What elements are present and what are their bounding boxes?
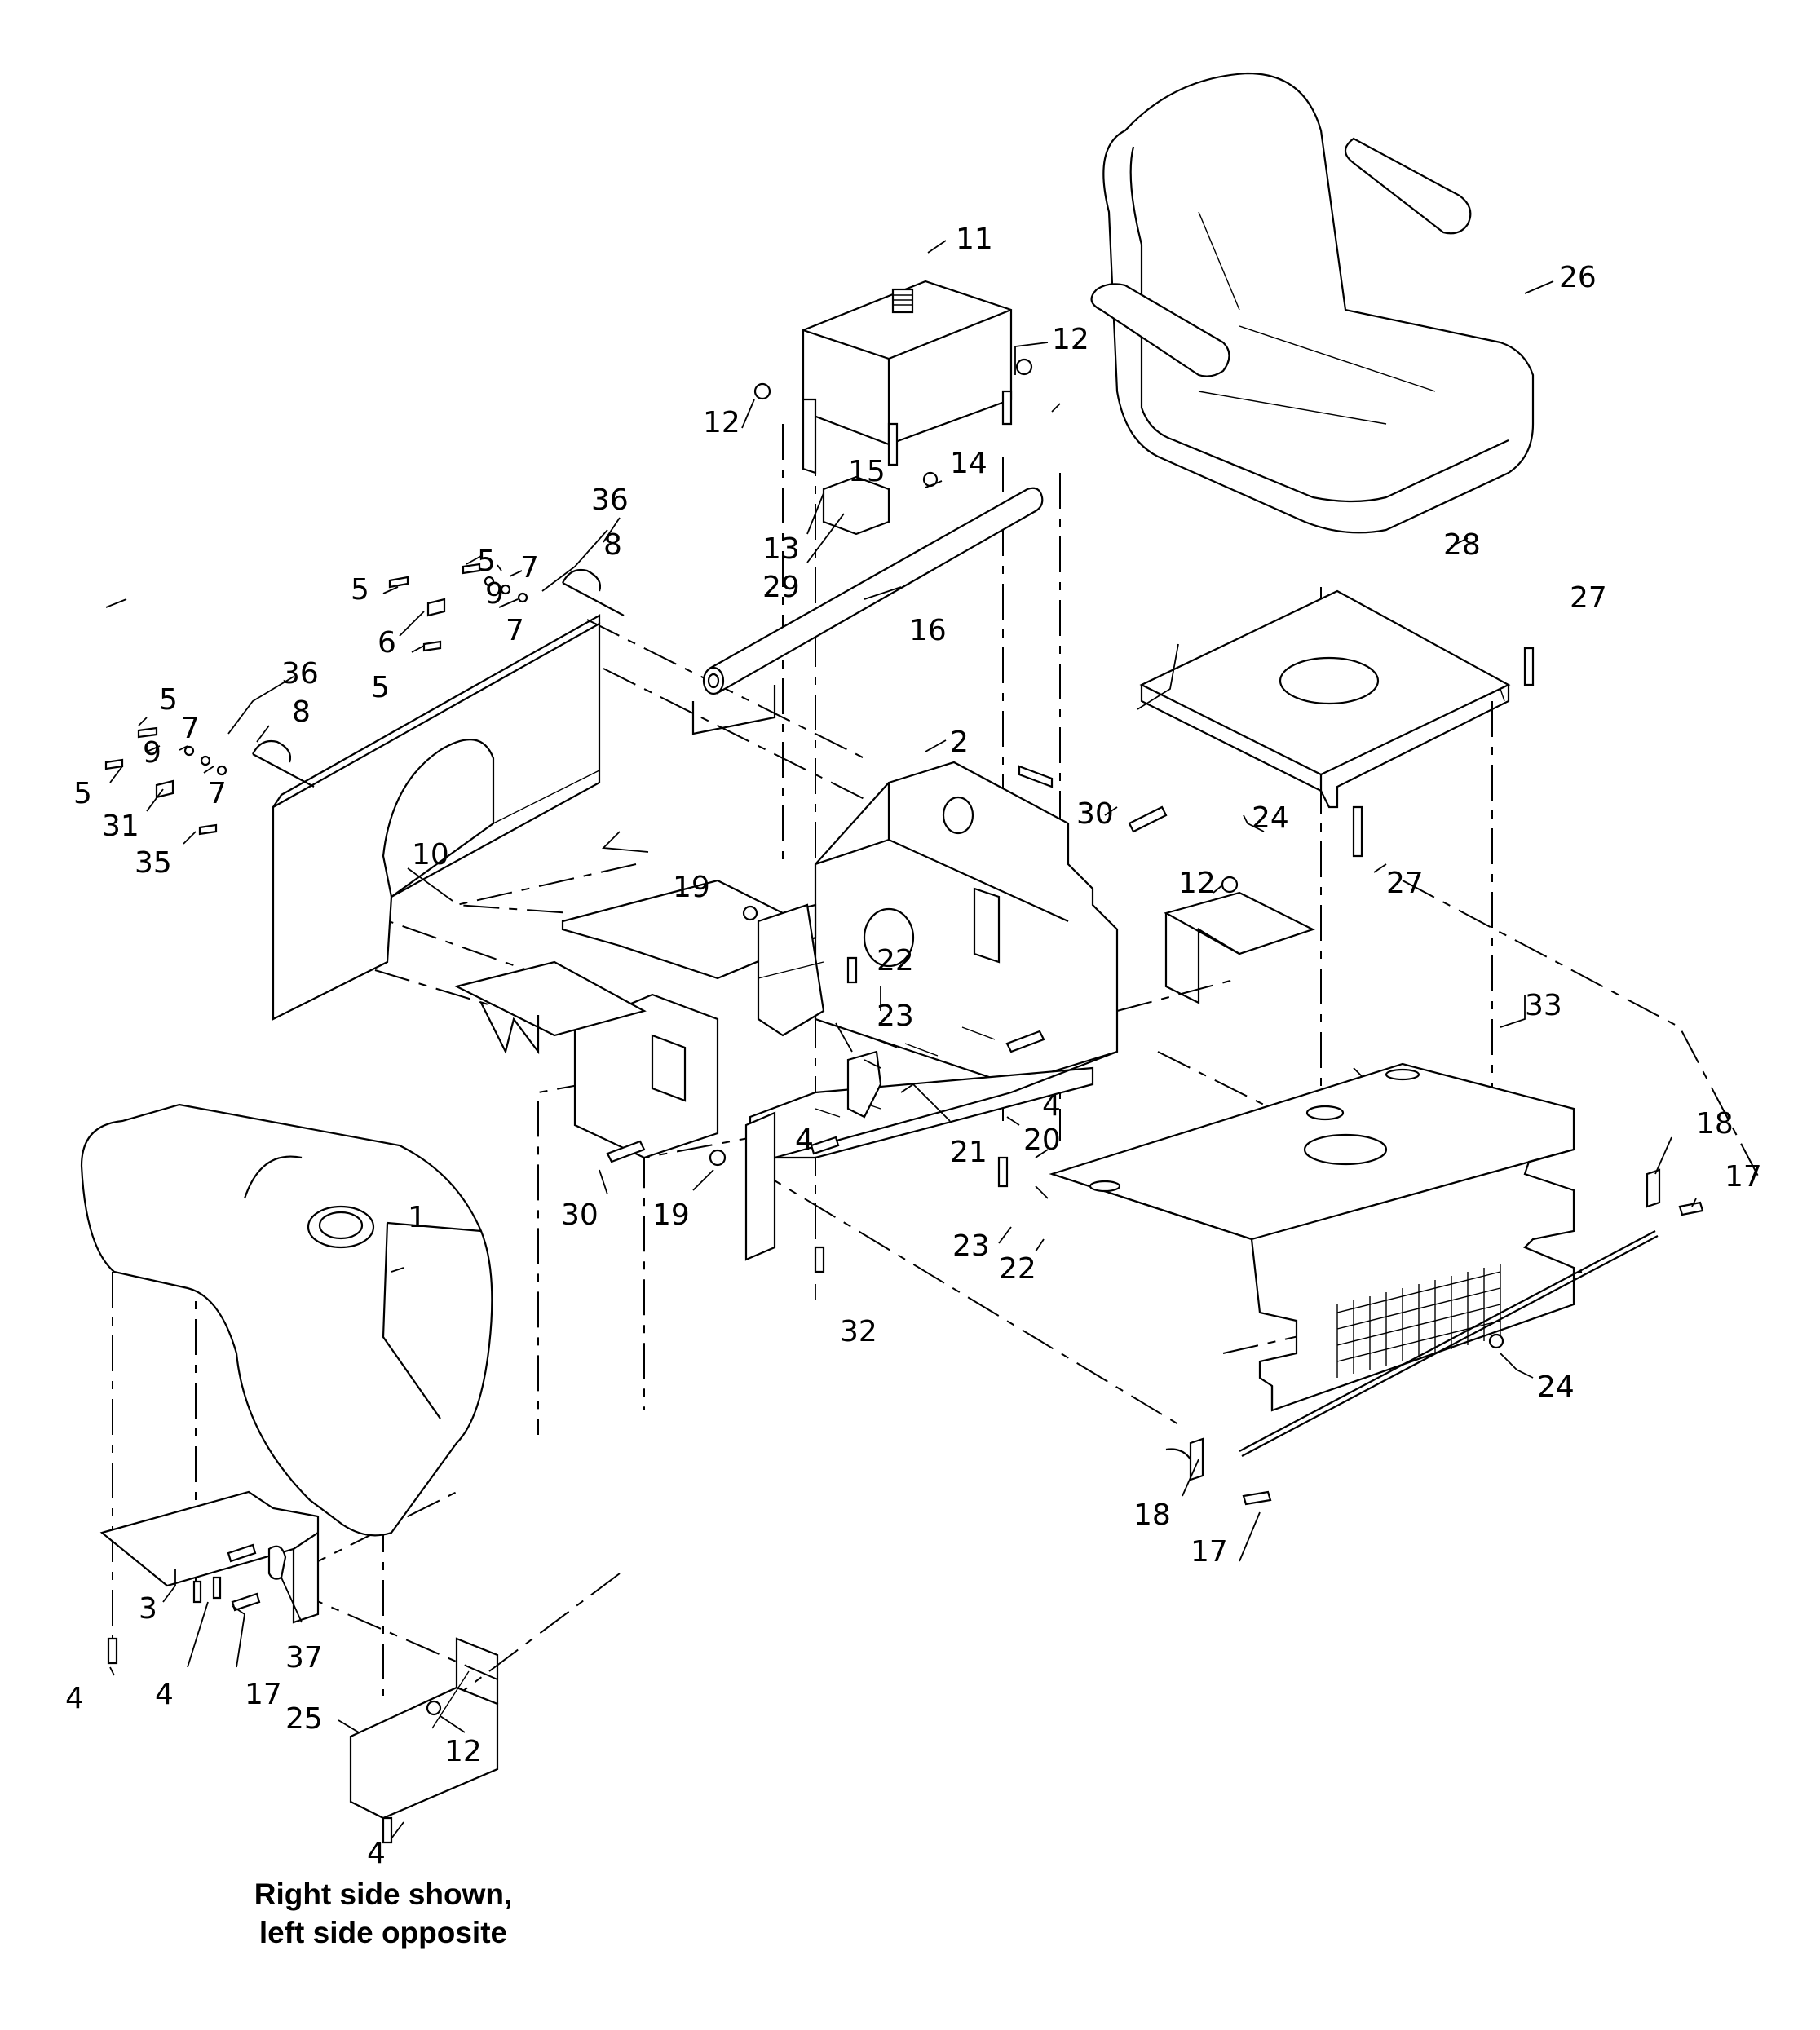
callout-10: 10 bbox=[412, 838, 449, 872]
callout-19: 19 bbox=[652, 1198, 690, 1232]
callout-5: 5 bbox=[371, 671, 390, 704]
callout-4: 4 bbox=[795, 1123, 814, 1157]
callout-5: 5 bbox=[477, 545, 496, 578]
callout-4: 4 bbox=[65, 1682, 84, 1715]
callout-35: 35 bbox=[135, 846, 172, 880]
callout-12: 12 bbox=[1178, 867, 1216, 900]
callout-25: 25 bbox=[285, 1702, 323, 1736]
callout-8: 8 bbox=[603, 528, 622, 562]
callout-11: 11 bbox=[956, 223, 993, 256]
callout-6: 6 bbox=[378, 626, 396, 660]
callout-1: 1 bbox=[408, 1201, 426, 1234]
lower-bracket bbox=[349, 1637, 499, 1820]
callout-5: 5 bbox=[73, 777, 92, 810]
callout-5: 5 bbox=[159, 683, 178, 717]
hydraulic-reservoir bbox=[802, 280, 1013, 536]
callout-18: 18 bbox=[1696, 1107, 1734, 1141]
callout-17: 17 bbox=[245, 1678, 282, 1711]
callout-27: 27 bbox=[1570, 581, 1607, 615]
callout-9: 9 bbox=[143, 736, 161, 770]
callout-7: 7 bbox=[181, 712, 200, 745]
callout-13: 13 bbox=[762, 532, 800, 566]
seat-bracket bbox=[1164, 891, 1315, 1004]
tube bbox=[691, 487, 1044, 735]
callout-24: 24 bbox=[1537, 1370, 1575, 1404]
callout-29: 29 bbox=[762, 571, 800, 604]
callout-19: 19 bbox=[673, 871, 710, 904]
callout-16: 16 bbox=[909, 614, 947, 647]
callout-7: 7 bbox=[506, 614, 524, 647]
callout-14: 14 bbox=[950, 447, 987, 480]
callout-17: 17 bbox=[1191, 1535, 1228, 1569]
callout-27: 27 bbox=[1386, 867, 1424, 900]
callout-7: 7 bbox=[208, 777, 227, 810]
callout-12: 12 bbox=[444, 1735, 482, 1768]
callout-30: 30 bbox=[1076, 797, 1114, 831]
callout-labels: 11 26 12 12 15 14 13 29 16 28 27 27 2 30… bbox=[65, 223, 1762, 1870]
callout-17: 17 bbox=[1725, 1160, 1762, 1194]
callout-12: 12 bbox=[1052, 323, 1089, 356]
callout-20: 20 bbox=[1023, 1123, 1061, 1157]
callout-4: 4 bbox=[155, 1678, 174, 1711]
callout-4: 4 bbox=[367, 1837, 386, 1870]
callout-5: 5 bbox=[351, 573, 369, 607]
callout-36: 36 bbox=[591, 483, 629, 517]
callout-36: 36 bbox=[281, 657, 319, 691]
callout-3: 3 bbox=[139, 1592, 157, 1626]
callout-31: 31 bbox=[102, 810, 139, 843]
vent-slots bbox=[1336, 1264, 1501, 1378]
callout-9: 9 bbox=[485, 577, 504, 611]
callout-15: 15 bbox=[848, 455, 886, 488]
callout-33: 33 bbox=[1525, 989, 1562, 1022]
callout-32: 32 bbox=[840, 1315, 877, 1348]
callout-22: 22 bbox=[877, 944, 914, 977]
seat-mount-plate bbox=[1139, 589, 1511, 809]
callout-18: 18 bbox=[1133, 1498, 1171, 1532]
seat bbox=[1090, 72, 1535, 534]
callout-23: 23 bbox=[952, 1229, 990, 1263]
callout-24: 24 bbox=[1252, 801, 1289, 835]
leader-lines bbox=[105, 240, 1697, 1839]
caption-line-1: Right side shown, bbox=[254, 1878, 513, 1911]
callout-4: 4 bbox=[1042, 1089, 1061, 1123]
callout-12: 12 bbox=[703, 406, 740, 439]
callout-7: 7 bbox=[520, 551, 539, 585]
callout-37: 37 bbox=[285, 1641, 323, 1675]
callout-22: 22 bbox=[999, 1252, 1036, 1286]
tank-bracket bbox=[99, 1490, 320, 1624]
callout-2: 2 bbox=[950, 726, 969, 759]
callout-28: 28 bbox=[1443, 528, 1481, 562]
callout-21: 21 bbox=[950, 1136, 987, 1169]
callout-8: 8 bbox=[292, 695, 311, 729]
deck-cover bbox=[1049, 1062, 1659, 1457]
callout-30: 30 bbox=[561, 1198, 599, 1232]
caption-line-2: left side opposite bbox=[258, 1916, 508, 1949]
main-frame bbox=[453, 761, 1119, 1261]
callout-23: 23 bbox=[877, 1000, 914, 1033]
fuel-tank bbox=[80, 1103, 493, 1537]
callout-26: 26 bbox=[1559, 261, 1597, 294]
fasteners bbox=[104, 358, 1704, 1844]
diagram-caption: Right side shown, left side opposite bbox=[163, 1875, 603, 1952]
side-panel bbox=[272, 614, 601, 1021]
